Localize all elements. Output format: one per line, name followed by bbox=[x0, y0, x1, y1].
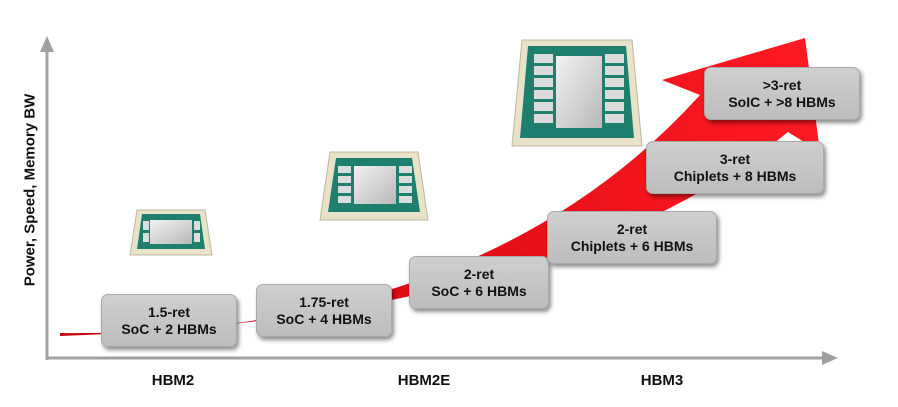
x-label-hbm2: HBM2 bbox=[151, 372, 195, 389]
step-5-line2: Chiplets + 8 HBMs bbox=[673, 167, 797, 184]
hbm2e-package-icon bbox=[319, 151, 429, 221]
x-label-hbm3: HBM3 bbox=[640, 372, 684, 389]
step-3-line2: SoC + 6 HBMs bbox=[431, 282, 527, 299]
step-1-line1: 1.5-ret bbox=[147, 303, 191, 320]
step-5-line1: 3-ret bbox=[719, 150, 751, 167]
step-box-2: 1.75-ret SoC + 4 HBMs bbox=[256, 284, 392, 337]
y-axis bbox=[40, 36, 54, 360]
x-axis bbox=[47, 351, 838, 365]
step-box-5: 3-ret Chiplets + 8 HBMs bbox=[646, 141, 824, 194]
step-2-line2: SoC + 4 HBMs bbox=[276, 310, 372, 327]
step-box-1: 1.5-ret SoC + 2 HBMs bbox=[101, 294, 237, 347]
hbm3-package-icon bbox=[511, 39, 643, 147]
step-box-6: >3-ret SoIC + >8 HBMs bbox=[704, 67, 860, 120]
step-1-line2: SoC + 2 HBMs bbox=[121, 320, 217, 337]
step-2-line1: 1.75-ret bbox=[299, 293, 349, 310]
step-box-4: 2-ret Chiplets + 6 HBMs bbox=[547, 211, 717, 264]
hbm2-package-icon bbox=[129, 209, 213, 256]
step-box-3: 2-ret SoC + 6 HBMs bbox=[409, 256, 549, 309]
step-6-line1: >3-ret bbox=[762, 76, 802, 93]
step-6-line2: SoIC + >8 HBMs bbox=[728, 93, 836, 110]
y-axis-label: Power, Speed, Memory BW bbox=[21, 93, 39, 287]
step-4-line2: Chiplets + 6 HBMs bbox=[570, 237, 694, 254]
step-4-line1: 2-ret bbox=[616, 220, 648, 237]
step-3-line1: 2-ret bbox=[463, 265, 495, 282]
x-label-hbm2e: HBM2E bbox=[397, 372, 451, 389]
